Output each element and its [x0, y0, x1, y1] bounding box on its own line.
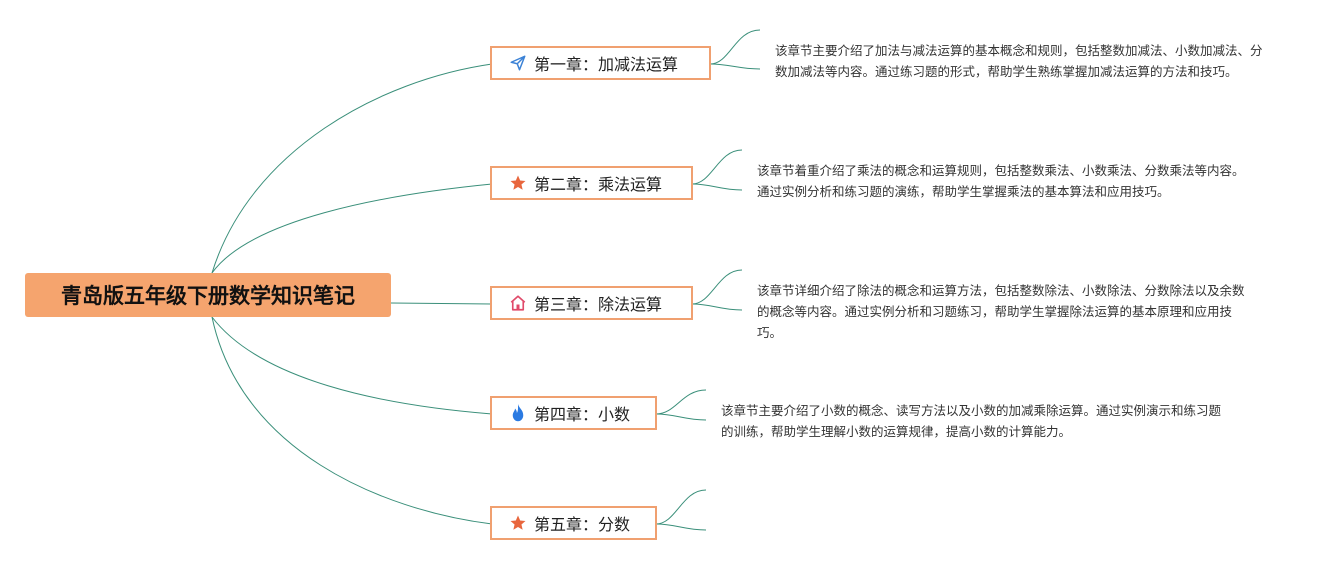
chapter-label: 第四章：小数 [534, 405, 631, 424]
star-icon [508, 173, 528, 193]
chapter-node-5[interactable]: 第五章：分数 [490, 506, 657, 540]
chapter-node-2[interactable]: 第二章：乘法运算 [490, 166, 693, 200]
chapter-label: 第五章：分数 [534, 515, 631, 534]
chapter-label: 第三章：除法运算 [534, 295, 663, 314]
chapter-description-2: 该章节着重介绍了乘法的概念和运算规则，包括整数乘法、小数乘法、分数乘法等内容。通… [757, 163, 1245, 199]
connector-root-ch4 [211, 316, 493, 415]
connector-ch1-desc [709, 29, 761, 70]
connector-ch5-desc [655, 489, 707, 531]
connector-root-ch2 [211, 183, 493, 274]
connector-ch3-desc [691, 269, 743, 311]
star-icon [508, 513, 528, 533]
chapter-label: 第一章：加减法运算 [534, 55, 679, 74]
flame-icon [508, 403, 528, 423]
connector-ch4-desc [655, 389, 707, 421]
chapter-description-3: 该章节详细介绍了除法的概念和运算方法，包括整数除法、小数除法、分数除法以及余数的… [757, 283, 1245, 340]
chapter-node-4[interactable]: 第四章：小数 [490, 396, 657, 430]
chapter-node-1[interactable]: 第一章：加减法运算 [490, 46, 711, 80]
mindmap-root-title[interactable]: 青岛版五年级下册数学知识笔记 [25, 273, 391, 317]
paper-plane-icon [508, 53, 528, 73]
connector-root-ch1 [211, 63, 493, 274]
connector-ch2-desc [691, 149, 743, 191]
house-icon [508, 293, 528, 313]
connector-root-ch3 [390, 302, 493, 305]
chapter-label: 第二章：乘法运算 [534, 175, 663, 194]
chapter-description-4: 该章节主要介绍了小数的概念、读写方法以及小数的加减乘除运算。通过实例演示和练习题… [721, 403, 1222, 439]
chapter-description-1: 该章节主要介绍了加法与减法运算的基本概念和规则，包括整数加减法、小数加减法、分数… [775, 43, 1263, 79]
connector-root-ch5 [211, 316, 493, 525]
chapter-node-3[interactable]: 第三章：除法运算 [490, 286, 693, 320]
